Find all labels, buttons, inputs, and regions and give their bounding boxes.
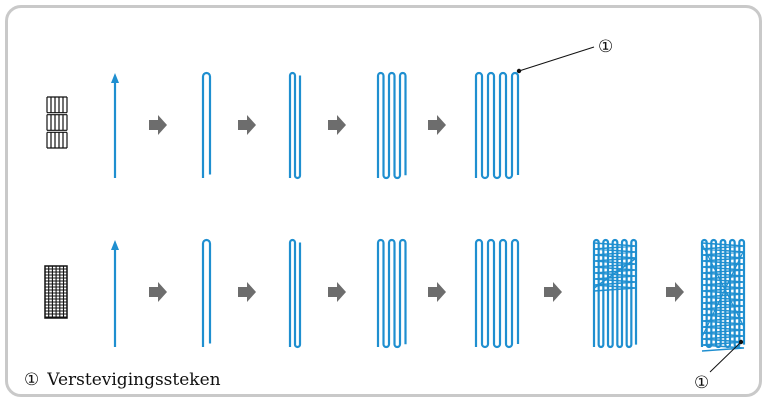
reinforcement-cross [701, 243, 745, 338]
stitch-path [288, 238, 302, 349]
icon-grid [45, 266, 67, 318]
next-step-arrow [328, 282, 346, 302]
legend-text: Verstevigingssteken [47, 370, 221, 390]
next-step-arrow [544, 282, 562, 302]
stitch-path [474, 71, 520, 180]
callout-leaders [516, 46, 744, 373]
next-step-arrow [428, 115, 446, 135]
stitch-arrowhead [111, 73, 119, 83]
next-step-arrow [238, 282, 256, 302]
callout-label-bottom: ① [694, 373, 709, 393]
stitch-path [376, 238, 407, 349]
stitch-path [201, 238, 212, 347]
reinforcement-stitches [701, 242, 745, 352]
icon-strokes [46, 96, 68, 149]
stitch-path [201, 71, 212, 178]
next-step-arrow [428, 282, 446, 302]
reinforcement-stitches [593, 242, 637, 292]
stitch-path [376, 71, 407, 180]
stitch-path [288, 71, 302, 180]
legend-marker: ① [24, 370, 40, 390]
callout-leader-top [518, 46, 595, 72]
next-step-arrow [328, 115, 346, 135]
callout-label-top: ① [598, 37, 613, 57]
next-step-arrow [238, 115, 256, 135]
row-1 [46, 71, 520, 180]
callout-leader-bottom [709, 341, 742, 373]
reinforcement-diagonal [593, 257, 637, 289]
stitch-path [474, 238, 520, 349]
next-step-arrow [666, 282, 684, 302]
legend-footnote: ① Verstevigingssteken [24, 370, 221, 390]
next-step-arrow [149, 115, 167, 135]
stitch-arrowhead [111, 240, 119, 250]
stitch-path [592, 238, 638, 349]
row-2 [44, 238, 746, 352]
next-step-arrow [149, 282, 167, 302]
